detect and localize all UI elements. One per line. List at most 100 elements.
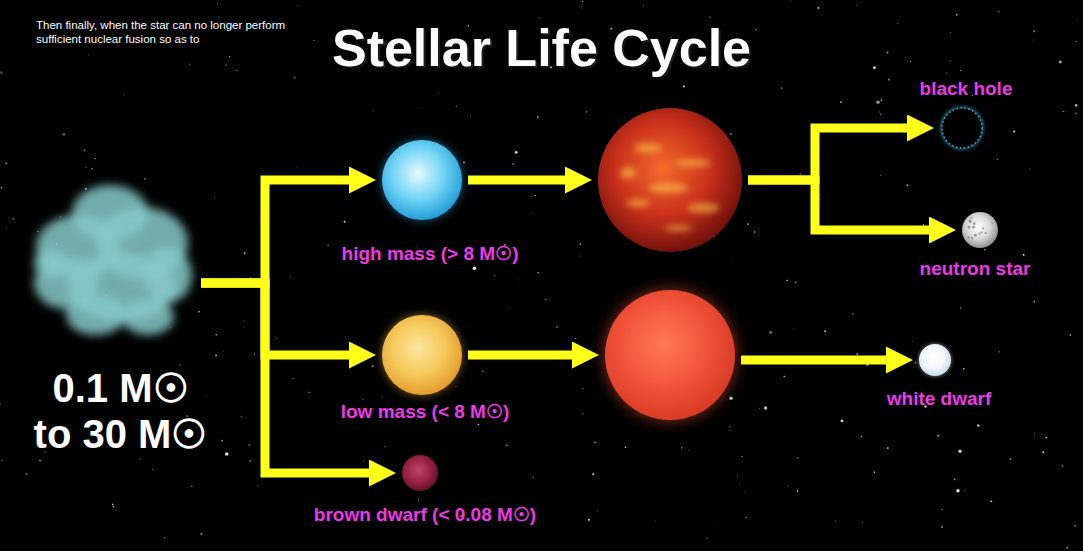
background-star [784, 376, 786, 378]
background-star [954, 479, 956, 481]
background-star [787, 485, 788, 486]
background-star [861, 436, 863, 438]
white-dwarf: white dwarf [919, 344, 951, 376]
background-star [730, 133, 731, 134]
background-star [362, 399, 363, 400]
background-star [643, 5, 645, 7]
background-star [512, 163, 514, 165]
surface-speck [973, 222, 976, 225]
background-star [960, 70, 961, 71]
background-star [715, 523, 717, 525]
background-star [1070, 334, 1072, 336]
yellow-star-shape [382, 315, 462, 395]
background-star [910, 61, 911, 62]
background-star [455, 105, 457, 107]
background-star [1066, 547, 1068, 549]
background-star [5, 163, 7, 165]
background-star [906, 184, 908, 186]
background-star [915, 362, 917, 364]
background-star [1074, 525, 1076, 527]
flow-arrow [201, 283, 369, 473]
background-star [856, 353, 858, 355]
background-star [688, 449, 689, 450]
star-body [382, 140, 462, 220]
background-star [465, 324, 467, 326]
red-giant [605, 290, 735, 420]
background-star [236, 70, 237, 71]
background-star [582, 388, 584, 390]
background-star [790, 0, 791, 1]
star-body [402, 455, 438, 491]
cloud-puff [144, 247, 192, 303]
background-star [422, 107, 424, 109]
black-hole-ring [942, 108, 982, 148]
background-star [1034, 301, 1036, 303]
background-star [764, 406, 767, 409]
background-star [437, 93, 438, 94]
background-star [880, 99, 882, 101]
background-star [956, 14, 958, 16]
background-star [0, 403, 1, 404]
cloud-puff [34, 249, 66, 277]
background-star [729, 397, 733, 401]
background-star [1034, 433, 1035, 434]
background-star [243, 320, 244, 321]
background-star [1063, 111, 1064, 112]
brown-dwarf-shape [402, 455, 438, 491]
background-star [755, 29, 757, 31]
surface-flare [664, 225, 692, 231]
background-star [1, 460, 3, 462]
background-star [950, 32, 951, 33]
background-star [112, 504, 114, 506]
background-star [1062, 465, 1064, 467]
background-star [873, 66, 876, 69]
label-group: low mass (< 8 M☉) [341, 400, 510, 423]
background-star [912, 340, 914, 342]
background-star [1076, 20, 1078, 22]
background-star [840, 101, 842, 103]
background-star [535, 195, 536, 196]
black-hole: black hole [940, 106, 984, 150]
blue-star-shape [382, 140, 462, 220]
background-star [530, 212, 532, 214]
background-star [25, 473, 28, 476]
background-star [494, 275, 495, 276]
background-star [478, 424, 480, 426]
surface-flare [687, 203, 719, 213]
flow-arrow [748, 128, 907, 180]
star-body [382, 315, 462, 395]
background-star [769, 331, 772, 334]
background-star [706, 537, 707, 538]
background-star [586, 111, 588, 113]
background-star [6, 227, 8, 229]
surface-speck [991, 222, 993, 224]
background-star [950, 60, 952, 62]
background-star [625, 447, 627, 449]
node-label: brown dwarf (< 0.08 M☉) [314, 503, 536, 526]
background-star [998, 351, 1000, 353]
red-supergiant [598, 108, 742, 252]
background-star [91, 168, 93, 170]
background-star [1076, 41, 1077, 42]
background-star [592, 473, 594, 475]
background-star [655, 521, 656, 522]
background-star [991, 501, 993, 503]
background-star [781, 87, 783, 89]
background-star [909, 367, 911, 369]
background-star [797, 490, 798, 491]
background-star [1010, 458, 1012, 460]
background-star [1013, 131, 1015, 133]
background-star [482, 370, 484, 372]
background-star [225, 452, 229, 456]
background-star [596, 363, 598, 365]
label-group: white dwarf [887, 388, 992, 410]
background-star [746, 517, 747, 518]
background-star [123, 94, 124, 95]
background-star [296, 166, 298, 168]
surface-speck [968, 236, 970, 238]
surface-flare [675, 159, 711, 167]
background-star [506, 444, 508, 446]
background-star [189, 64, 191, 66]
background-star [257, 485, 258, 486]
background-star [179, 364, 180, 365]
